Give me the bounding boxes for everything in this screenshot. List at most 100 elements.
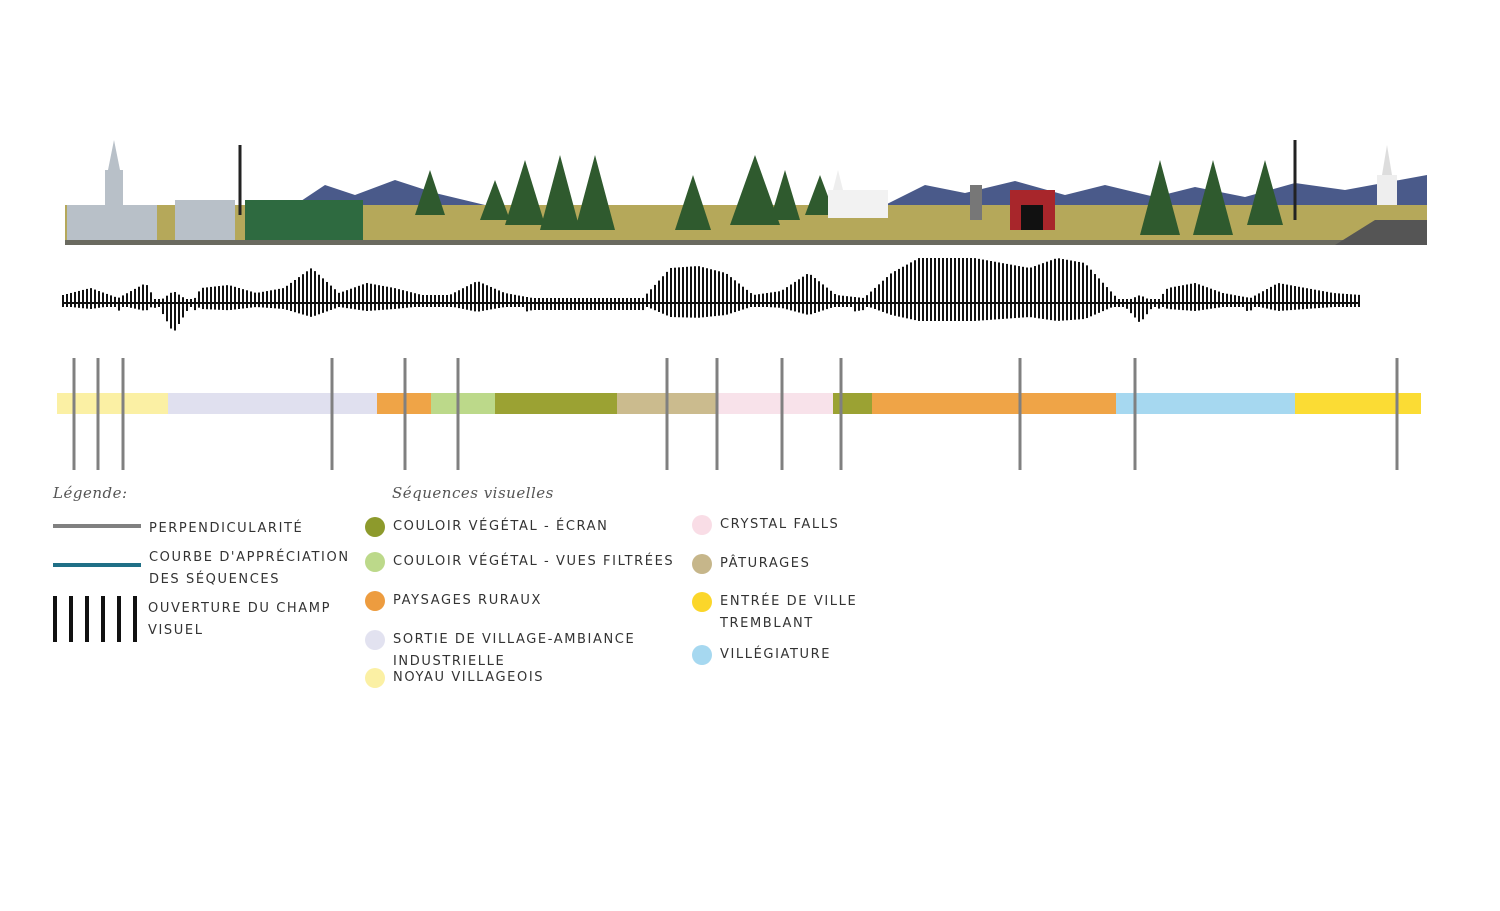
field-opening-bar bbox=[898, 268, 900, 317]
field-opening-bar bbox=[870, 291, 872, 308]
field-opening-bar bbox=[1006, 263, 1008, 319]
field-opening-bar bbox=[666, 271, 668, 316]
field-opening-bar bbox=[930, 258, 932, 321]
field-opening-bar bbox=[170, 292, 172, 329]
field-opening-bar bbox=[470, 284, 472, 311]
field-opening-bar bbox=[442, 295, 444, 307]
sequence-label: ENTRÉE DE VILLE bbox=[720, 594, 858, 609]
sequence-segment-ecran2 bbox=[833, 393, 872, 414]
field-opening-bar bbox=[1218, 291, 1220, 308]
perpendicularity-mark bbox=[72, 358, 76, 470]
field-opening-bar bbox=[210, 286, 212, 310]
field-opening-bar bbox=[362, 284, 364, 311]
field-opening-bar bbox=[250, 291, 252, 308]
field-opening-bar bbox=[970, 258, 972, 321]
field-opening-bar bbox=[658, 280, 660, 312]
field-opening-bar bbox=[1074, 261, 1076, 320]
field-opening-bar bbox=[1098, 278, 1100, 313]
field-opening-bar bbox=[498, 290, 500, 309]
field-opening-bar bbox=[1086, 265, 1088, 319]
field-opening-bar bbox=[710, 269, 712, 317]
field-opening-bar bbox=[830, 290, 832, 308]
field-opening-bar bbox=[1206, 287, 1208, 310]
field-opening-bar bbox=[482, 283, 484, 311]
field-opening-bar bbox=[134, 288, 136, 309]
field-opening-bar bbox=[382, 285, 384, 310]
field-opening-bar bbox=[1082, 262, 1084, 320]
perpendicularity-mark bbox=[665, 358, 669, 470]
field-opening-bar bbox=[102, 292, 104, 308]
field-opening-bar bbox=[1002, 263, 1004, 319]
field-opening-bar bbox=[1230, 294, 1232, 307]
field-opening-bar bbox=[370, 283, 372, 311]
field-opening-bar bbox=[410, 292, 412, 308]
field-opening-bar bbox=[338, 292, 340, 308]
field-opening-bar bbox=[78, 290, 80, 308]
perpendicularity-mark bbox=[456, 358, 460, 470]
field-opening-bar bbox=[1310, 288, 1312, 309]
field-opening-bar bbox=[678, 267, 680, 318]
field-opening-bar bbox=[890, 273, 892, 315]
field-opening-bar bbox=[738, 283, 740, 311]
field-opening-bar bbox=[1242, 296, 1244, 307]
field-opening-bar bbox=[306, 271, 308, 316]
field-opening-bar bbox=[1046, 261, 1048, 320]
field-opening-bar bbox=[174, 291, 176, 331]
field-opening-bar bbox=[1138, 295, 1140, 322]
field-opening-bar bbox=[910, 262, 912, 320]
field-opening-bar bbox=[1170, 287, 1172, 310]
field-opening-bar bbox=[186, 299, 188, 311]
field-opening-bar bbox=[722, 272, 724, 316]
field-opening-bar bbox=[106, 293, 108, 307]
field-opening-bar bbox=[178, 294, 180, 324]
field-opening-bar bbox=[766, 293, 768, 307]
field-opening-bar bbox=[942, 258, 944, 321]
sequence-swatch bbox=[365, 668, 385, 688]
legend-title: Légende: bbox=[53, 484, 128, 502]
perpendicularity-mark bbox=[839, 358, 843, 470]
field-opening-bar bbox=[694, 266, 696, 318]
field-opening-bar bbox=[1250, 297, 1252, 311]
field-opening-bar bbox=[826, 287, 828, 310]
perpendicularity-mark bbox=[1395, 358, 1399, 470]
field-opening-bar bbox=[934, 258, 936, 321]
legend-curve-line2: DES SÉQUENCES bbox=[149, 572, 281, 587]
field-opening-curve bbox=[62, 258, 1360, 331]
field-opening-bar bbox=[814, 278, 816, 313]
field-opening-bar bbox=[366, 283, 368, 311]
field-opening-bar bbox=[1266, 289, 1268, 309]
perpendicularity-swatch bbox=[53, 524, 141, 528]
field-opening-bar bbox=[706, 268, 708, 317]
field-opening-bar bbox=[438, 295, 440, 307]
field-opening-bar bbox=[270, 290, 272, 309]
perpendicularity-mark bbox=[1133, 358, 1137, 470]
field-opening-bar bbox=[1298, 286, 1300, 310]
field-opening-bar bbox=[1102, 282, 1104, 312]
field-opening-bar bbox=[674, 267, 676, 318]
field-opening-bar bbox=[1022, 266, 1024, 318]
field-opening-bar bbox=[986, 260, 988, 321]
field-opening-bar bbox=[1198, 284, 1200, 311]
sequence-swatch bbox=[365, 591, 385, 611]
sequence-segment-sortie bbox=[168, 393, 377, 414]
field-opening-bar bbox=[854, 297, 856, 312]
field-opening-bar bbox=[474, 282, 476, 312]
field-opening-bar bbox=[1062, 259, 1064, 321]
field-opening-bar bbox=[802, 276, 804, 314]
field-opening-bar bbox=[762, 293, 764, 307]
field-opening-bar bbox=[1282, 283, 1284, 311]
field-opening-bar bbox=[798, 279, 800, 313]
appreciation-curve-swatch bbox=[53, 563, 141, 567]
field-opening-bar bbox=[1314, 289, 1316, 309]
field-opening-bar bbox=[1338, 293, 1340, 307]
field-opening-bar bbox=[290, 282, 292, 312]
field-opening-bar bbox=[434, 295, 436, 307]
sequence-segment-paysages2 bbox=[872, 393, 1116, 414]
field-opening-bar bbox=[918, 258, 920, 321]
field-opening-bar bbox=[1058, 258, 1060, 321]
field-opening-bar bbox=[110, 295, 112, 307]
field-opening-bar bbox=[1134, 297, 1136, 318]
sequence-segment-crystal bbox=[717, 393, 833, 414]
field-opening-bar bbox=[786, 287, 788, 310]
field-opening-bar bbox=[462, 288, 464, 309]
